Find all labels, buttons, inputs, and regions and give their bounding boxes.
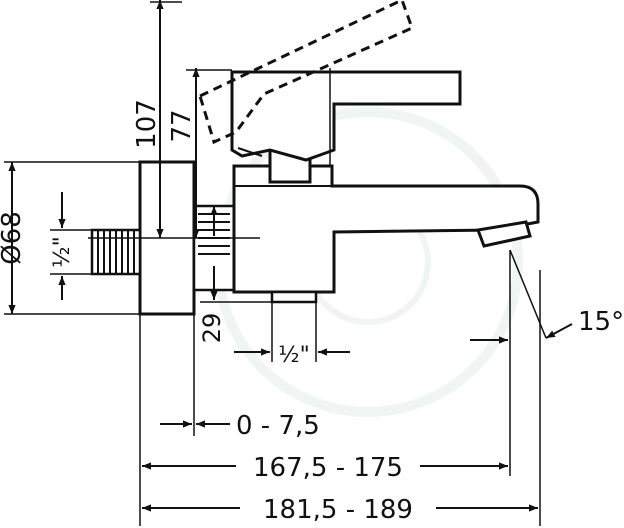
dim-adjustment: 0 - 7,5 bbox=[160, 314, 320, 441]
svg-text:107: 107 bbox=[132, 99, 162, 149]
inlet-thread-nipple bbox=[90, 228, 142, 276]
dim-77: 77 bbox=[167, 68, 232, 238]
lever-raised-dashed bbox=[198, 0, 414, 145]
lever-handle bbox=[230, 70, 462, 162]
dim-diameter-68: Ø68 bbox=[0, 161, 140, 315]
spout-aerator bbox=[475, 220, 532, 248]
dim-107: 107 bbox=[132, 0, 182, 238]
svg-text:77: 77 bbox=[167, 109, 197, 142]
dim-29: 29 bbox=[198, 206, 272, 343]
svg-text:½": ½" bbox=[50, 236, 75, 267]
svg-text:0 - 7,5: 0 - 7,5 bbox=[236, 411, 320, 441]
outlet-thread bbox=[270, 290, 318, 304]
dim-angle-15: 15° bbox=[509, 249, 624, 526]
svg-text:15°: 15° bbox=[578, 307, 624, 337]
mixer-body bbox=[232, 164, 540, 294]
dim-projection-total: 181,5 - 189 bbox=[142, 495, 538, 525]
svg-text:29: 29 bbox=[198, 313, 226, 344]
dim-inlet-thread: ½" bbox=[50, 192, 92, 300]
svg-text:Ø68: Ø68 bbox=[0, 211, 27, 265]
center-lines bbox=[88, 68, 331, 239]
svg-text:½": ½" bbox=[278, 343, 309, 368]
svg-text:181,5 - 189: 181,5 - 189 bbox=[263, 495, 413, 525]
svg-text:167,5 - 175: 167,5 - 175 bbox=[253, 453, 403, 483]
dim-projection-spout: 167,5 - 175 bbox=[139, 250, 511, 526]
dim-outlet-thread: ½" bbox=[234, 302, 350, 368]
